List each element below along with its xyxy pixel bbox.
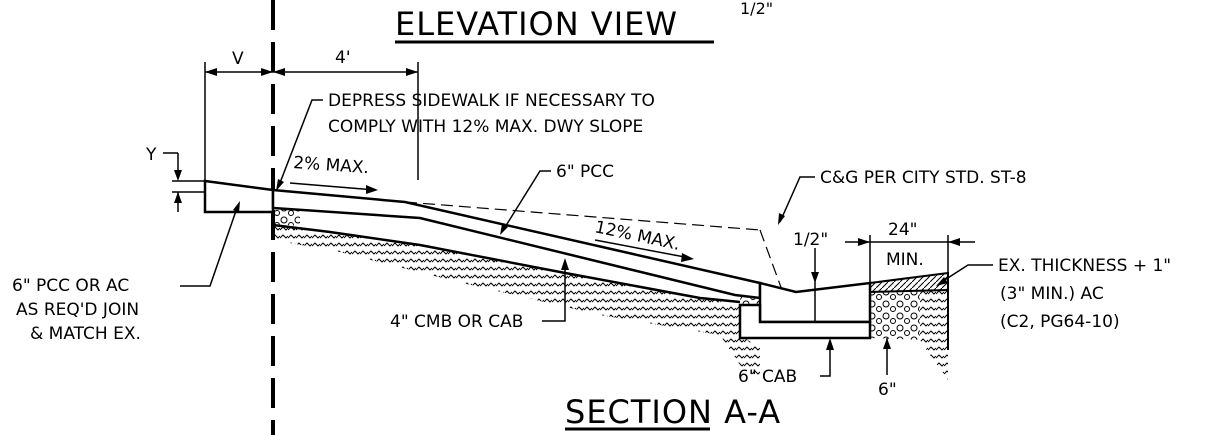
note-depress-line2: COMPLY WITH 12% MAX. DWY SLOPE bbox=[328, 117, 643, 137]
dim-y-label: Y bbox=[145, 145, 157, 165]
note-pcc-ac-arrow bbox=[233, 201, 240, 213]
note-pcc-ac-line1: 6" PCC OR AC bbox=[12, 276, 129, 296]
slope-12pct-arrowhead bbox=[681, 253, 694, 262]
dim-half-inch-arrow bbox=[811, 272, 819, 283]
dim-v-label: V bbox=[232, 49, 244, 69]
note-cmb: 4" CMB OR CAB bbox=[390, 312, 523, 332]
dim-4ft-label: 4' bbox=[335, 48, 351, 68]
section-title: SECTION A-A bbox=[565, 393, 781, 431]
dim-v-arrow-left bbox=[205, 68, 217, 76]
subgrade-soil bbox=[273, 225, 760, 380]
elevation-view-title: ELEVATION VIEW bbox=[395, 5, 678, 43]
note-pcc-leader bbox=[501, 170, 551, 233]
slope-2pct-label: 2% MAX. bbox=[293, 153, 370, 178]
gravel-right bbox=[870, 290, 920, 340]
slope-2pct-arrowhead bbox=[366, 185, 378, 194]
elevation-view-fraction: 1/2" bbox=[740, 0, 773, 18]
dim-y-arrow-bottom bbox=[174, 192, 182, 203]
ac-overlay bbox=[869, 271, 949, 294]
note-depress-arrow bbox=[276, 179, 284, 191]
slope-2pct-arrow-line bbox=[289, 182, 376, 191]
note-ex-line2: (3" MIN.) AC bbox=[1000, 284, 1104, 304]
dim-y-arrow-top bbox=[174, 170, 182, 181]
slope-12pct-arrow-line bbox=[594, 239, 691, 259]
note-pcc-ac-line3: & MATCH EX. bbox=[30, 324, 141, 344]
dim-v-arrow-right bbox=[261, 68, 273, 76]
dim-24-arrow-right bbox=[948, 238, 960, 246]
dim-24-arrow-left bbox=[858, 238, 870, 246]
dim-6in-arrow bbox=[883, 338, 891, 349]
dim-half-inch-label: 1/2" bbox=[793, 230, 828, 250]
original-grade-dashed-drop bbox=[759, 229, 783, 291]
note-cmb-leader bbox=[542, 262, 566, 322]
note-depress-line1: DEPRESS SIDEWALK IF NECESSARY TO bbox=[328, 91, 655, 111]
note-pcc-ac-leader bbox=[180, 204, 239, 287]
note-cab-leader bbox=[820, 342, 831, 377]
driveway-slab-pcc bbox=[271, 188, 762, 300]
dim-6in-label: 6" bbox=[878, 380, 897, 400]
note-ex-line3: (C2, PG64-10) bbox=[1000, 312, 1120, 332]
note-pcc: 6" PCC bbox=[556, 162, 614, 182]
note-cab-arrow bbox=[826, 338, 834, 350]
dim-4ft-arrow-left bbox=[273, 68, 285, 76]
note-ex-arrow bbox=[936, 277, 948, 286]
note-cmb-arrow bbox=[561, 258, 569, 270]
dim-4ft-arrow-right bbox=[406, 68, 418, 76]
note-pcc-arrow bbox=[500, 224, 508, 235]
note-cg-arrow bbox=[778, 213, 785, 225]
dim-24-label: 24" bbox=[888, 220, 917, 240]
note-depress-leader bbox=[277, 99, 323, 189]
dim-24-min-label: MIN. bbox=[886, 250, 924, 270]
note-ex-leader bbox=[939, 264, 993, 284]
note-pcc-ac-line2: AS REQ'D JOIN bbox=[16, 300, 139, 320]
note-ex-line1: EX. THICKNESS + 1" bbox=[998, 256, 1171, 276]
soil-right bbox=[920, 290, 948, 380]
subgrade-gravel-patch bbox=[273, 208, 300, 226]
original-grade-dashed bbox=[404, 201, 761, 231]
note-cg-leader bbox=[779, 176, 815, 223]
note-cab: 6" CAB bbox=[738, 367, 797, 387]
cmb-base-line bbox=[272, 223, 741, 304]
note-cg: C&G PER CITY STD. ST-8 bbox=[820, 168, 1027, 188]
